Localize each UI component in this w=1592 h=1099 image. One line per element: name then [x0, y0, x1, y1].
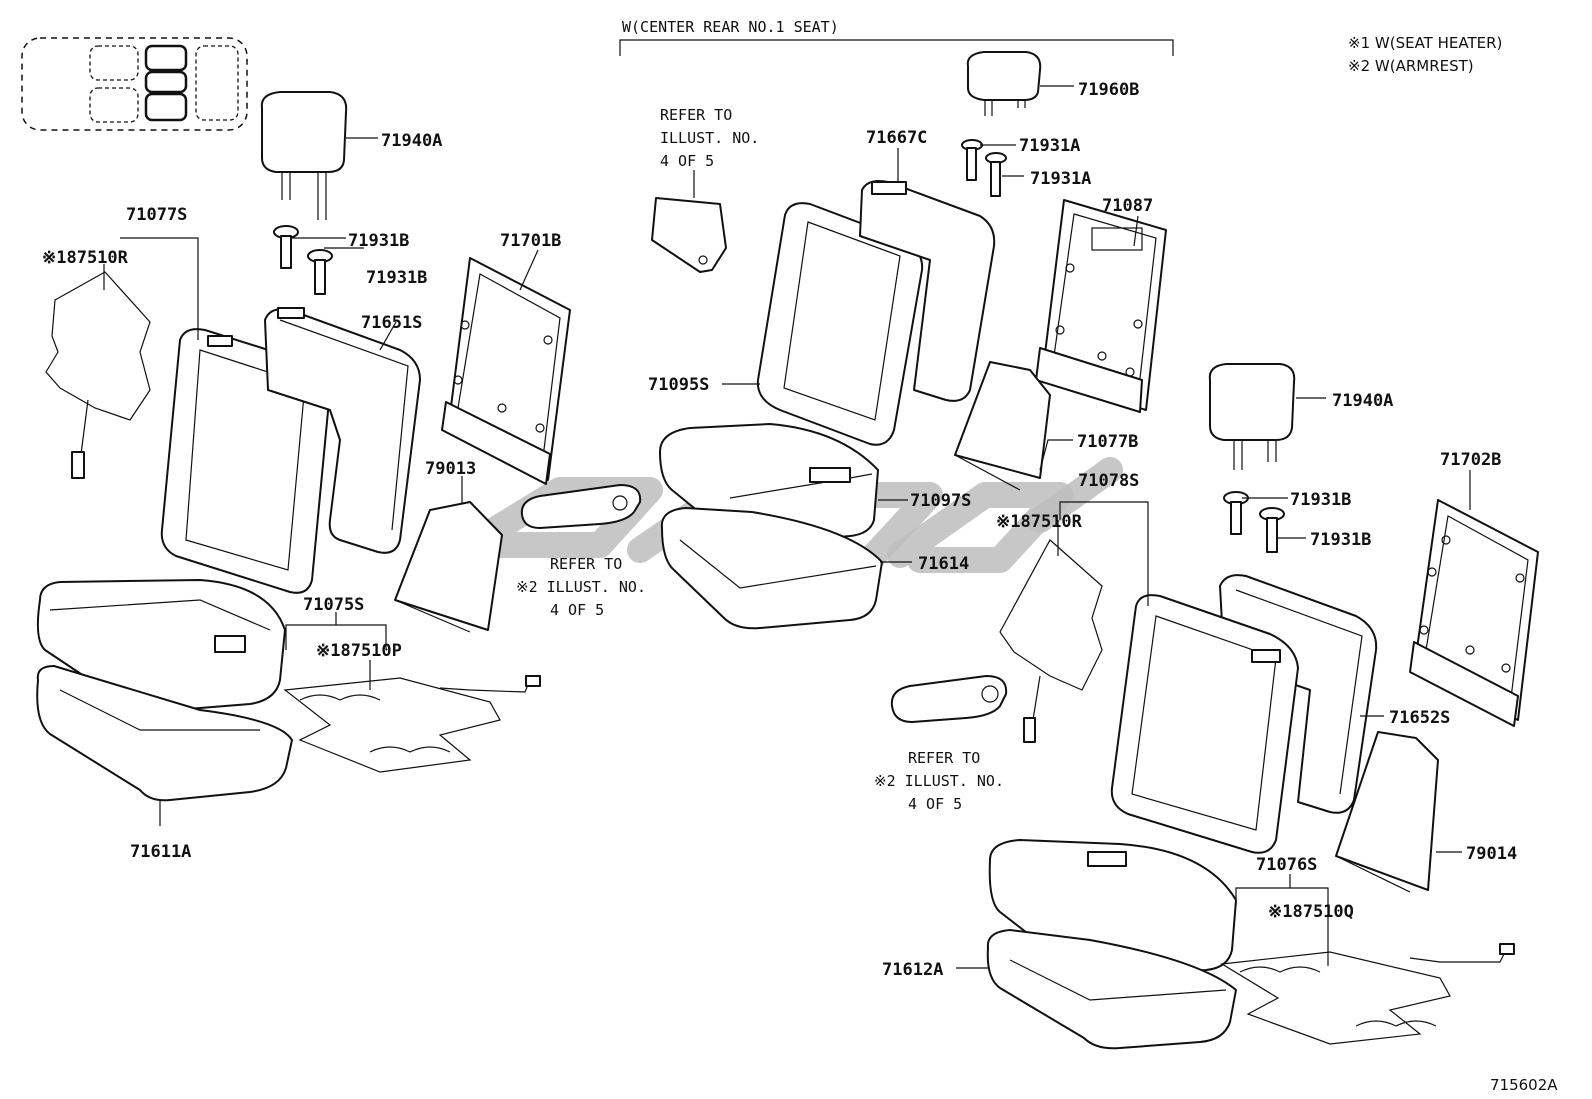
refer-mid-line1: REFER TO [550, 555, 622, 573]
seatback-lower-cover-left [394, 501, 503, 633]
armrest-center-right [890, 675, 1008, 723]
callout-71667C[interactable]: 71667C [866, 128, 927, 148]
callout-71076S[interactable]: 71076S [1256, 855, 1317, 875]
headrest-guide-pair-right [1223, 491, 1285, 553]
seatback-board-center [1035, 199, 1167, 413]
callout-71701B[interactable]: 71701B [500, 231, 561, 251]
seatback-board-left [441, 257, 571, 485]
seatback-cover-right [1110, 594, 1299, 854]
figure-id: 715602A [1490, 1076, 1558, 1094]
callout-71931B-b[interactable]: 71931B [366, 268, 427, 288]
armrest-left [520, 484, 642, 529]
callout-79013[interactable]: 79013 [425, 459, 476, 479]
refer-bottom-line1: REFER TO [908, 749, 980, 767]
callout-71931A-a[interactable]: 71931A [1019, 136, 1080, 156]
seat-cushion-pad-right [986, 929, 1237, 1050]
headrest-right-shape [1208, 363, 1296, 470]
refer-mid-line2: ※2 ILLUST. NO. [516, 578, 646, 596]
leader-lines [103, 85, 1471, 969]
seatback-pad-center [859, 180, 996, 402]
seatback-pad-left [264, 307, 421, 554]
headrest-guide-pair-left [273, 225, 333, 295]
callout-71651S[interactable]: 71651S [361, 313, 422, 333]
seat-cushion-pad-center [660, 507, 883, 630]
refer-top-line1: REFER TO [660, 106, 732, 124]
refer-bottom-line3: 4 OF 5 [908, 795, 962, 813]
seatback-lower-cover-right [1335, 731, 1439, 893]
callout-71075S[interactable]: 71075S [303, 595, 364, 615]
legend-armrest: ※2 W(ARMREST) [1348, 57, 1474, 75]
callout-71652S[interactable]: 71652S [1389, 708, 1450, 728]
center-armrest-block [651, 197, 727, 273]
callout-71612A[interactable]: 71612A [882, 960, 943, 980]
callout-71702B[interactable]: 71702B [1440, 450, 1501, 470]
refer-notes: REFER TO ILLUST. NO. 4 OF 5 REFER TO ※2 … [516, 106, 1004, 813]
center-seat-group-bracket [619, 39, 1174, 56]
callout-71611A[interactable]: 71611A [130, 842, 191, 862]
callout-71095S[interactable]: 71095S [648, 375, 709, 395]
refer-bottom-line2: ※2 ILLUST. NO. [874, 772, 1004, 790]
seatback-cover-center [756, 202, 924, 446]
callout-71960B[interactable]: 71960B [1078, 80, 1139, 100]
legend-seat-heater: ※1 W(SEAT HEATER) [1348, 34, 1502, 52]
callout-87510Q[interactable]: ※187510Q [1268, 902, 1354, 922]
callout-71087[interactable]: 71087 [1102, 196, 1153, 216]
callout-71931B-a[interactable]: 71931B [348, 231, 409, 251]
callout-79014[interactable]: 79014 [1466, 844, 1517, 864]
header-texts: W(CENTER REAR NO.1 SEAT) ※1 W(SEAT HEATE… [622, 18, 1502, 75]
refer-top-line3: 4 OF 5 [660, 152, 714, 170]
callout-87510R-right[interactable]: ※187510R [996, 512, 1083, 532]
seatback-heater-frame-right [999, 539, 1103, 743]
headrest-guide-pair-center [961, 139, 1007, 197]
callout-87510R-left[interactable]: ※187510R [42, 248, 129, 268]
callout-71078S[interactable]: 71078S [1078, 471, 1139, 491]
seat-heater-mat-right [1220, 943, 1515, 1045]
callout-71931B-d[interactable]: 71931B [1310, 530, 1371, 550]
callout-87510P[interactable]: ※187510P [316, 641, 402, 661]
callout-71097S[interactable]: 71097S [910, 491, 971, 511]
callout-71931B-c[interactable]: 71931B [1290, 490, 1351, 510]
seat-layout-inset-icon [21, 37, 248, 131]
refer-top-line2: ILLUST. NO. [660, 129, 759, 147]
seatback-heater-frame-left [45, 271, 151, 479]
headrest-left-shape [260, 91, 348, 220]
center-group-label: W(CENTER REAR NO.1 SEAT) [622, 18, 839, 36]
callout-71077S[interactable]: 71077S [126, 205, 187, 225]
seatback-lower-cover-center [954, 361, 1051, 491]
part-callouts: 71940A 71931B 71931B 71077S ※187510R 717… [42, 80, 1517, 980]
headrest-center-shape [966, 51, 1042, 116]
callout-71940A-right[interactable]: 71940A [1332, 391, 1393, 411]
callout-71614[interactable]: 71614 [918, 554, 969, 574]
seat-heater-mat-left [283, 675, 541, 773]
seatback-board-right [1409, 499, 1539, 727]
callout-71931A-b[interactable]: 71931A [1030, 169, 1091, 189]
seat-cushion-pad-left [36, 665, 293, 802]
refer-mid-line3: 4 OF 5 [550, 601, 604, 619]
callout-71940A-left[interactable]: 71940A [381, 131, 442, 151]
callout-71077B[interactable]: 71077B [1077, 432, 1138, 452]
